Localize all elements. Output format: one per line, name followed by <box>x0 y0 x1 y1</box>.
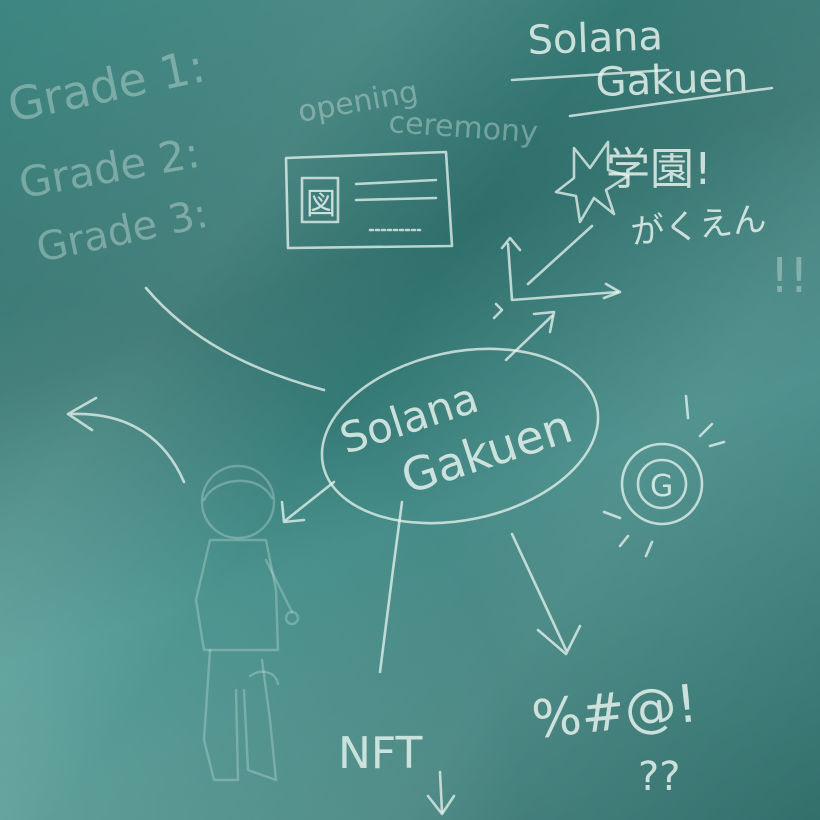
title-block: Solana Gakuen <box>510 13 774 118</box>
japanese-kana: がくえん <box>629 199 768 253</box>
symbols-line-2: ?? <box>638 754 680 800</box>
symbols-block: %#@! ?? <box>529 674 700 800</box>
character-sketch <box>194 464 300 782</box>
opening-line-2: ceremony <box>387 105 539 150</box>
connector-line-nft <box>378 500 404 674</box>
connector-line-left <box>144 286 326 392</box>
id-card-sketch: 図 <box>284 150 454 250</box>
nft-block: NFT <box>338 728 456 816</box>
title-line-2: Gakuen <box>595 55 749 106</box>
center-bubble: Solana Gakuen <box>320 347 600 525</box>
starburst-icon <box>554 140 630 224</box>
opening-ceremony: opening ceremony <box>295 74 539 150</box>
card-glyph: 図 <box>306 187 336 222</box>
nft-label: NFT <box>338 728 422 779</box>
grade-1: Grade 1: <box>3 38 210 132</box>
axes-sketch-icon <box>500 224 622 302</box>
title-line-1: Solana <box>527 13 664 64</box>
grade-3: Grade 3: <box>33 191 212 272</box>
coin-letter: G <box>650 469 673 504</box>
symbols-line-1: %#@! <box>529 674 700 751</box>
coin-icon: G <box>602 394 726 558</box>
arrow-down-left-icon <box>280 480 336 524</box>
grades-list: Grade 1: Grade 2: Grade 3: <box>3 38 212 271</box>
japanese-text: 学園! がくえん !! <box>606 144 808 304</box>
arrow-left-icon <box>66 396 186 484</box>
title-underline-2 <box>568 86 774 118</box>
title-underline-1 <box>510 68 670 82</box>
japanese-kanji: 学園! <box>606 144 712 195</box>
arrow-up-right-icon <box>492 302 556 362</box>
japanese-exclaim: !! <box>770 248 808 304</box>
arrow-down-right-icon <box>510 532 582 656</box>
